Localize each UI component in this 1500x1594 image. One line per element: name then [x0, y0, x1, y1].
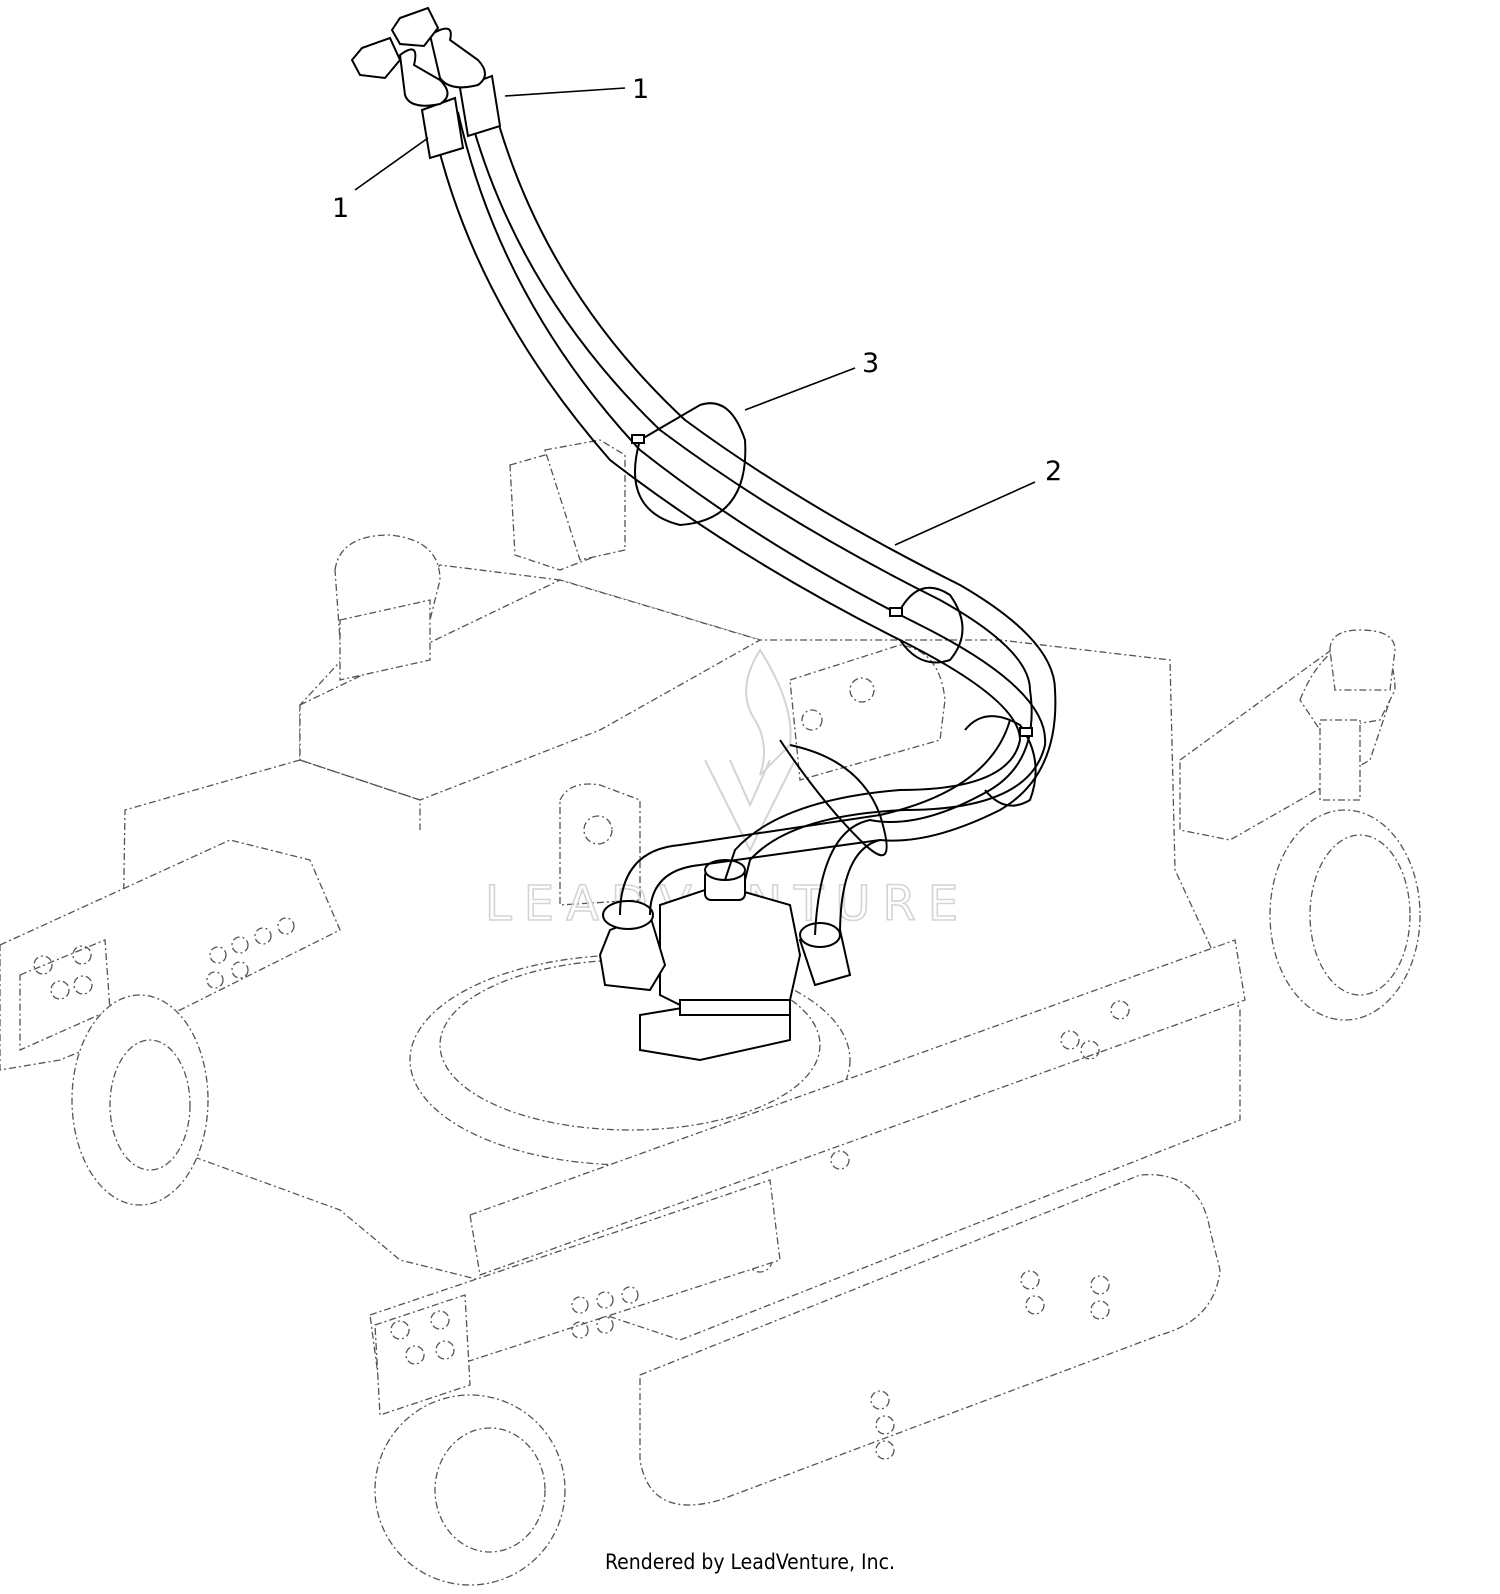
- callout-1b: 1: [504, 74, 649, 105]
- hose-fitting-left: [350, 36, 465, 160]
- callout-3: 3: [744, 348, 879, 411]
- callout-label: 2: [1045, 456, 1062, 487]
- hose-fitting-right: [390, 6, 502, 138]
- callout-label: 1: [332, 193, 349, 224]
- callout-label: 1: [632, 74, 649, 105]
- callout-1a: 1: [332, 137, 429, 224]
- callout-label: 3: [862, 348, 879, 379]
- hydraulic-pump: [598, 859, 852, 1062]
- hydraulic-hose-2: [467, 99, 1057, 936]
- mower-deck-ghost: [0, 439, 1421, 1586]
- footer-credit: Rendered by LeadVenture, Inc.: [605, 1550, 895, 1574]
- cable-ties: [631, 402, 1037, 857]
- callout-2: 2: [894, 456, 1062, 546]
